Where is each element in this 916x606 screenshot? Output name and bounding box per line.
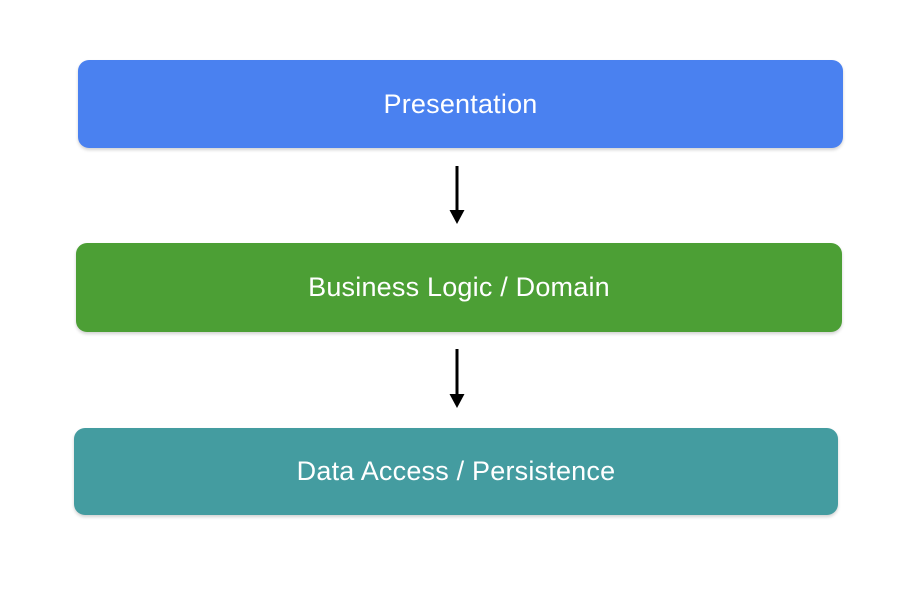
connector-business-to-data (449, 349, 465, 408)
layer-label-business-logic: Business Logic / Domain (308, 272, 610, 302)
connector-presentation-to-business (449, 166, 465, 224)
layer-node-business-logic: Business Logic / Domain (76, 243, 842, 332)
layer-node-data-access: Data Access / Persistence (74, 428, 838, 515)
arrow-down-icon (449, 166, 465, 224)
layer-node-presentation: Presentation (78, 60, 843, 148)
layer-label-presentation: Presentation (383, 88, 538, 119)
layer-label-data-access: Data Access / Persistence (296, 456, 616, 486)
arrow-down-icon (449, 349, 465, 408)
